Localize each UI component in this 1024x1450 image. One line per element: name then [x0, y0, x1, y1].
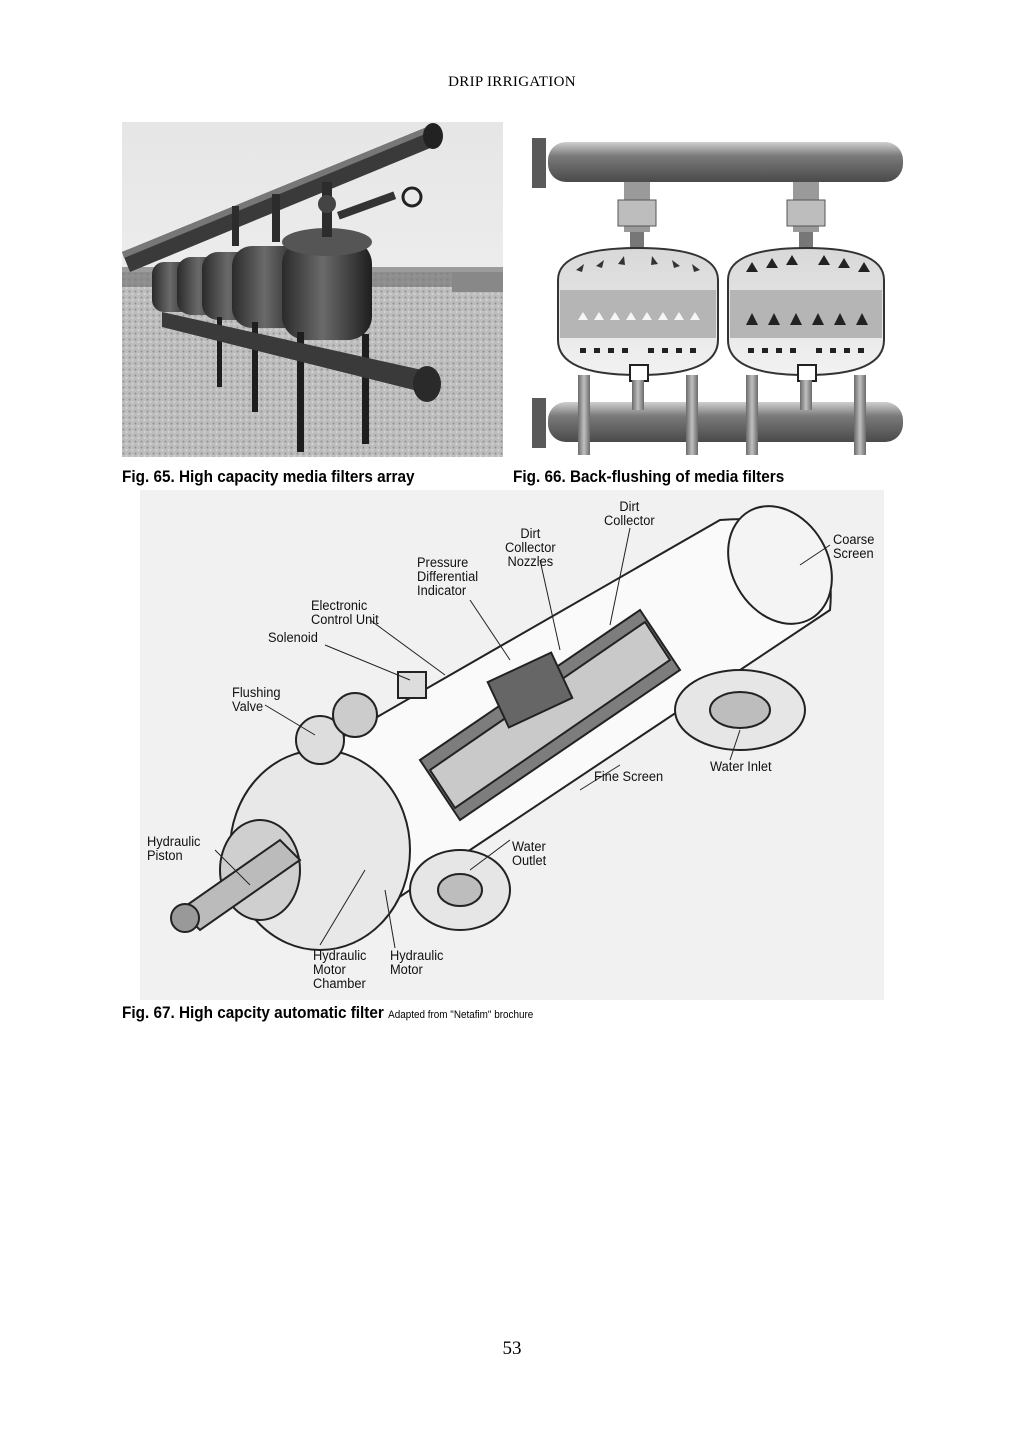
label-coarse-screen: Coarse Screen: [833, 532, 875, 561]
label-electronic-control-unit: Electronic Control Unit: [311, 598, 379, 627]
label-flushing-valve: Flushing Valve: [232, 685, 281, 714]
fig67-caption-title: Fig. 67. High capcity automatic filter: [122, 1003, 384, 1022]
fig66-caption: Fig. 66. Back-flushing of media filters: [513, 467, 785, 486]
label-hydraulic-motor: Hydraulic Motor: [390, 948, 444, 977]
fig65-photo: [122, 122, 503, 457]
fig67-illustration: [140, 490, 884, 1000]
fig67-caption: Fig. 67. High capcity automatic filter A…: [122, 1003, 533, 1023]
label-solenoid: Solenoid: [268, 630, 318, 645]
label-dirt-collector: Dirt Collector: [604, 499, 655, 528]
page-number: 53: [502, 1338, 522, 1359]
label-fine-screen: Fine Screen: [594, 769, 664, 784]
fig66-diagram: [518, 130, 913, 460]
label-dirt-collector-nozzles: Dirt Collector Nozzles: [505, 526, 556, 569]
fig67-source-note: Adapted from "Netafim" brochure: [388, 1009, 534, 1021]
fig65-caption: Fig. 65. High capacity media filters arr…: [122, 467, 415, 486]
label-hydraulic-piston: Hydraulic Piston: [147, 834, 201, 863]
label-pressure-differential-indicator: Pressure Differential Indicator: [417, 555, 479, 598]
running-header: DRIP IRRIGATION: [448, 74, 576, 90]
label-hydraulic-motor-chamber: Hydraulic Motor Chamber: [313, 948, 367, 991]
label-water-outlet: Water Outlet: [512, 839, 547, 868]
label-water-inlet: Water Inlet: [710, 759, 772, 774]
